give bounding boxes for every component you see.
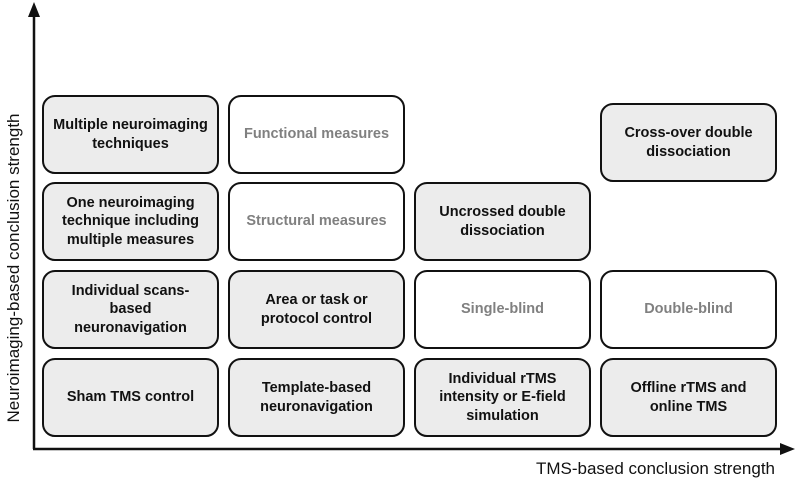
box-individual-scans-neuronavigation: Individual scans-based neuronavigation xyxy=(42,270,219,349)
box-crossover-double-dissociation: Cross-over double dissociation xyxy=(600,103,777,182)
box-single-blind: Single-blind xyxy=(414,270,591,349)
x-axis-arrowhead xyxy=(780,443,795,455)
box-functional-measures: Functional measures xyxy=(228,95,405,174)
box-offline-online-tms: Offline rTMS and online TMS xyxy=(600,358,777,437)
box-structural-measures: Structural measures xyxy=(228,182,405,261)
y-axis-arrowhead xyxy=(28,2,40,17)
box-double-blind: Double-blind xyxy=(600,270,777,349)
box-template-neuronavigation: Template-based neuronavigation xyxy=(228,358,405,437)
box-multiple-neuroimaging: Multiple neuroimaging techniques xyxy=(42,95,219,174)
box-one-neuroimaging-technique: One neuroimaging technique including mul… xyxy=(42,182,219,261)
x-axis-label: TMS-based conclusion strength xyxy=(535,459,775,478)
box-sham-tms-control: Sham TMS control xyxy=(42,358,219,437)
box-area-task-protocol-control: Area or task or protocol control xyxy=(228,270,405,349)
box-individual-rtms-intensity: Individual rTMS intensity or E-field sim… xyxy=(414,358,591,437)
y-axis-label: Neuroimaging-based conclusion strength xyxy=(4,113,23,423)
box-uncrossed-double-dissociation: Uncrossed double dissociation xyxy=(414,182,591,261)
